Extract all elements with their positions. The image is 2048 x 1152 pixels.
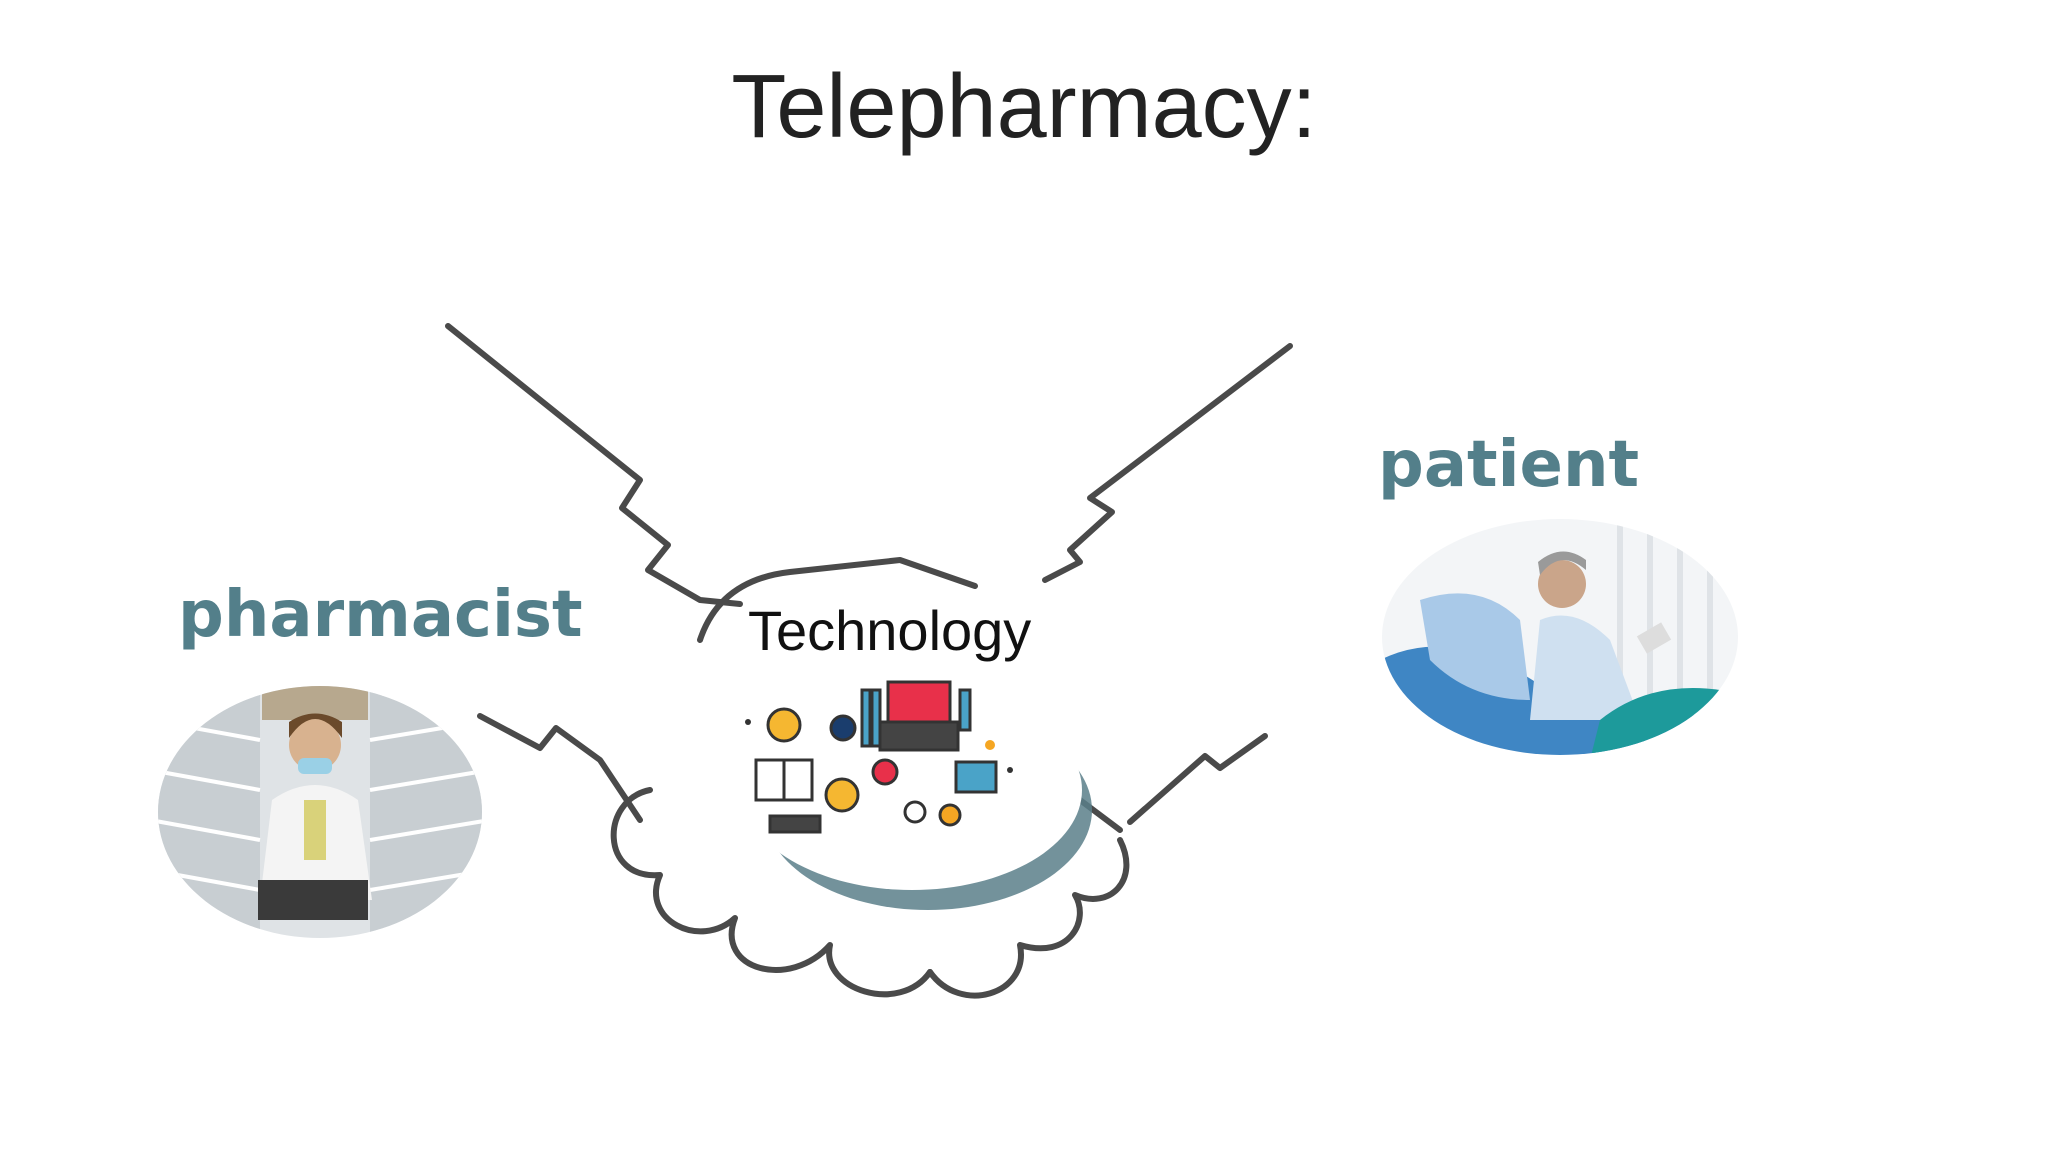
laptop-icon	[886, 680, 952, 724]
globe-icon	[766, 707, 802, 743]
microscope-icon	[958, 688, 972, 732]
patient-label: patient	[1378, 428, 1640, 502]
laptop-keyboard	[878, 720, 960, 752]
gear-icon	[871, 758, 899, 786]
technology-label: Technology	[748, 599, 1032, 662]
technology-icons-cluster	[745, 680, 1013, 834]
monitor-icon	[954, 760, 998, 794]
slide-title: Telepharmacy:	[731, 57, 1317, 157]
keyboard-icon	[768, 814, 822, 834]
handshake-outline-icon	[445, 323, 1293, 999]
cloud-icon	[903, 800, 927, 824]
ruler-icon	[860, 688, 872, 748]
magnifier-icon	[829, 714, 857, 742]
pharmacist-label: pharmacist	[178, 578, 583, 652]
pharmacist-photo	[158, 686, 482, 938]
lightbulb-icon	[824, 777, 860, 813]
technology-ellipse	[742, 690, 1082, 890]
patient-photo	[1382, 519, 1738, 755]
flask-icon	[938, 803, 962, 827]
